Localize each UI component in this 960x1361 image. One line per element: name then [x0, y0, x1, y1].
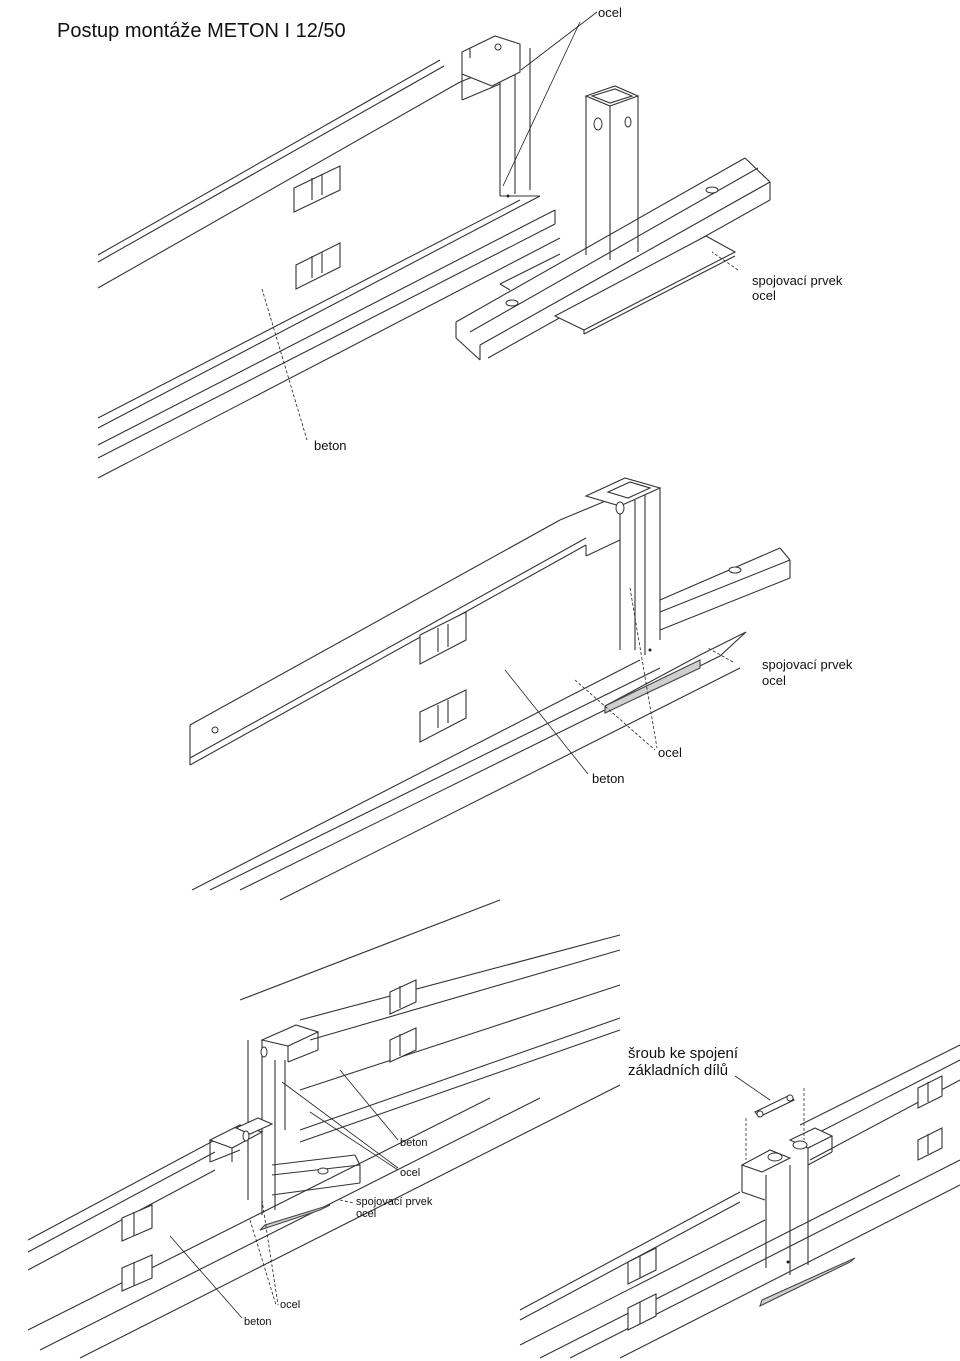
panel4-label-sroub-line1: šroub ke spojení [628, 1045, 739, 1062]
panel3-label-ocel-upper: ocel [400, 1167, 421, 1179]
panel2-label-beton: beton [592, 771, 625, 786]
page-title: Postup montáže METON I 12/50 [57, 20, 346, 42]
panel3-label-spojovaci: spojovací prvek [356, 1196, 433, 1208]
panel2-label-ocel: ocel [658, 745, 682, 760]
panel2-label-spojovaci: spojovací prvek [762, 657, 853, 672]
panel3-label-beton-upper: beton [400, 1137, 428, 1149]
panel2-drawing [189, 477, 791, 901]
panel3-label-spojovaci-mat: ocel [356, 1208, 377, 1220]
panel4-label-sroub-line2: základních dílů [628, 1062, 729, 1079]
panel3-label-ocel-lower: ocel [280, 1299, 301, 1311]
panel1-drawing [97, 11, 771, 479]
panel2-label-spojovaci-mat: ocel [762, 673, 786, 688]
panel1-label-spojovaci-mat: ocel [752, 288, 776, 303]
panel3-drawing [27, 899, 621, 1359]
panel1-label-ocel-top: ocel [598, 5, 622, 20]
panel1-label-spojovaci: spojovací prvek [752, 273, 843, 288]
panel3-label-beton-lower: beton [244, 1316, 272, 1328]
panel4-drawing [519, 1044, 960, 1359]
panel1-label-beton: beton [314, 438, 347, 453]
